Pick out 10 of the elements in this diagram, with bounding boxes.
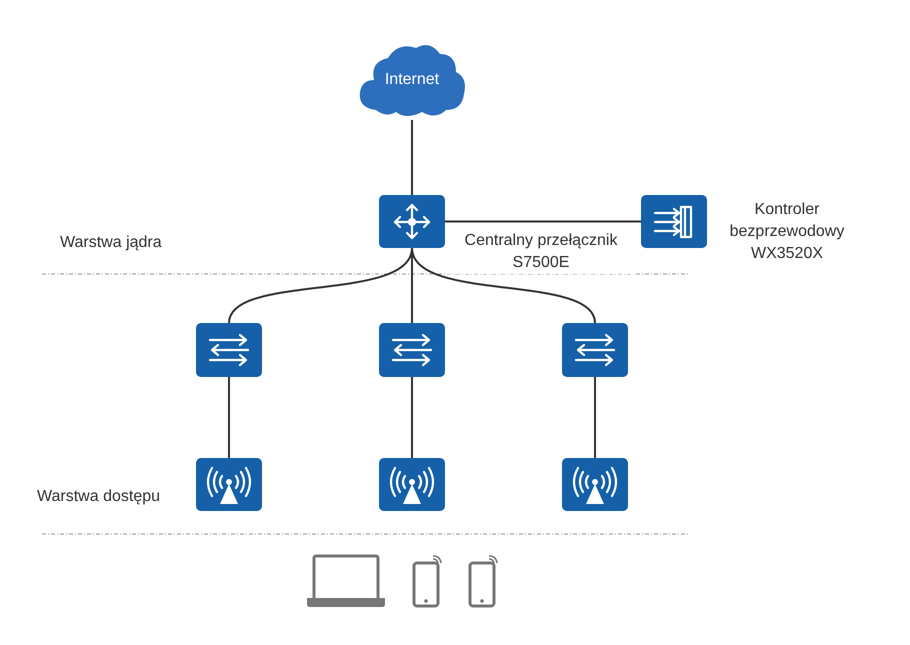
- device-caption: Centralny przełącznik S7500E: [446, 230, 636, 274]
- connection-line: [411, 377, 413, 458]
- node-label: Internet: [384, 71, 440, 89]
- layer-label: Warstwa jądra: [60, 234, 162, 252]
- connection-line: [445, 220, 641, 222]
- connection-line: [228, 377, 230, 458]
- connection-line: [411, 248, 596, 324]
- layer-label: Warstwa dostępu: [37, 488, 160, 506]
- connection-line: [411, 120, 413, 195]
- connection-line: [594, 377, 596, 458]
